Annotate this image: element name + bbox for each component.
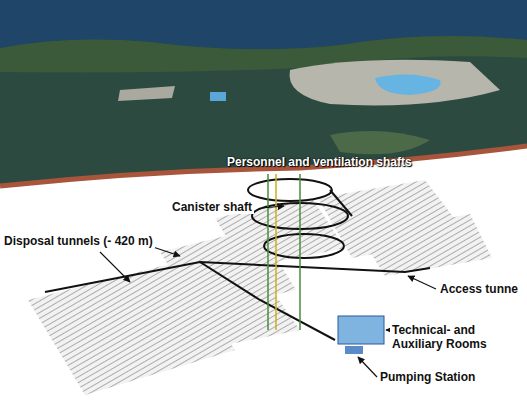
tunnel-label: Disposal tunnels (- 420 m): [2, 234, 155, 248]
site-area: [118, 86, 175, 101]
tunnel-label: Access tunne: [438, 282, 520, 296]
room-label: Technical- and Auxiliary Rooms: [390, 323, 510, 351]
pond: [375, 74, 441, 95]
ground-surface: [0, 146, 527, 186]
disposal-panel: [360, 214, 492, 276]
landscape: [0, 0, 527, 200]
ground: [0, 190, 527, 411]
pumping-station: [345, 346, 363, 354]
room-label: Pumping Station: [378, 370, 477, 384]
leader-lines: [100, 206, 436, 377]
shafts: [268, 174, 300, 330]
hills: [330, 131, 430, 154]
shaft-label: Canister shaft: [170, 200, 254, 214]
pond: [210, 92, 226, 101]
site-area: [290, 60, 501, 106]
shaft-label: Personnel and ventilation shafts: [227, 155, 412, 169]
technical-rooms: [338, 316, 384, 344]
